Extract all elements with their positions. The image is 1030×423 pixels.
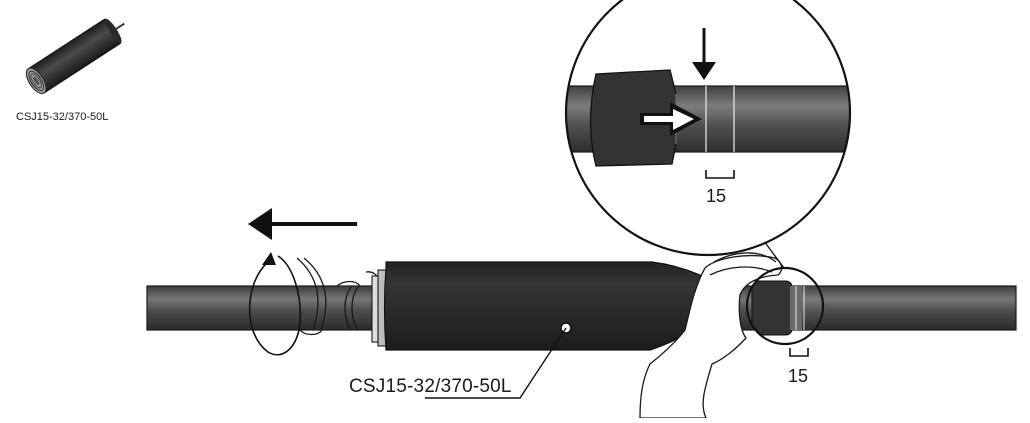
cold-shrink-sleeve	[383, 261, 701, 351]
callout-leader	[425, 327, 567, 399]
product-thumbnail	[25, 18, 125, 95]
down-arrow-icon	[692, 28, 716, 80]
main-measure-bracket	[789, 348, 809, 357]
detail-measure-bracket	[705, 170, 735, 179]
right-arrow-icon	[640, 102, 702, 136]
rotate-arrow-icon	[248, 252, 302, 356]
product-thumbnail-label: CSJ15-32/370-50L	[16, 111, 109, 123]
detail-measure-label: 15	[706, 186, 727, 206]
left-arrow-icon	[248, 208, 357, 240]
detail-inset	[564, 0, 852, 257]
product-callout-label: CSJ15-32/370-50L	[349, 376, 512, 397]
magnify-ring-small	[745, 266, 825, 346]
core-tape-spiral	[296, 257, 381, 336]
main-measure-label: 15	[788, 366, 809, 386]
